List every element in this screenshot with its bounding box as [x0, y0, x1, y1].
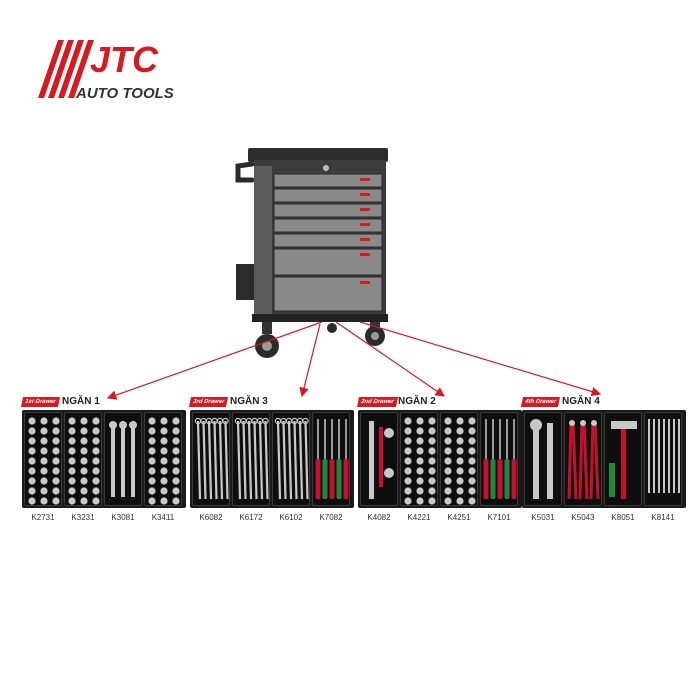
breaker-bar-set-icon [369, 421, 394, 499]
tool-tray [524, 412, 562, 506]
drawer-panel [190, 410, 354, 508]
drawer-header: 3rd Drawer NGĂN 3 [188, 396, 354, 408]
product-code: K8051 [611, 513, 635, 522]
wrench-set-icon [234, 417, 269, 500]
product-code: K8141 [651, 513, 675, 522]
product-code: K6102 [279, 513, 303, 522]
drawer-badge: 2nd Drawer [356, 397, 398, 407]
drawer-badge: 1st Drawer [20, 397, 60, 407]
product-code: K2731 [31, 513, 55, 522]
drawer-badge: 3rd Drawer [188, 397, 229, 407]
drawer-group-4: 4th Drawer NGĂN 4 K5031 K5043 K8051 K814… [520, 396, 686, 528]
drawer-group-2: 2nd Drawer NGĂN 2 K4082 K4221 K4251 K710… [356, 396, 522, 528]
drawer-header: 1st Drawer NGĂN 1 [20, 396, 186, 408]
tool-tray [144, 412, 182, 506]
adjustable-wrench-set-icon [530, 419, 553, 499]
tool-tray [644, 412, 682, 506]
drawer-title: NGĂN 4 [562, 396, 600, 407]
socket-set-icon [444, 417, 476, 505]
product-code: K3231 [71, 513, 95, 522]
product-code: K4082 [367, 513, 391, 522]
screwdriver-set-icon [315, 419, 349, 499]
tool-tray [400, 412, 438, 506]
drawer-group-1: 1st Drawer NGĂN 1 K2731 K3231 K3081 K341… [20, 396, 186, 528]
punch-chisel-set-icon [648, 419, 680, 493]
drawer-header: 2nd Drawer NGĂN 2 [356, 396, 522, 408]
socket-set-icon [148, 417, 180, 505]
tool-tray [604, 412, 642, 506]
jtc-logo: JTC AUTO TOOLS [28, 38, 188, 104]
pliers-set-icon [567, 420, 600, 500]
hammer-set-icon [609, 421, 637, 499]
product-code: K7082 [319, 513, 343, 522]
tool-tray [104, 412, 142, 506]
product-code: K6172 [239, 513, 263, 522]
drawer-title: NGĂN 3 [230, 396, 268, 407]
tool-tray [232, 412, 270, 506]
logo-tagline: AUTO TOOLS [75, 85, 174, 102]
product-code: K5043 [571, 513, 595, 522]
ratchet-set-icon [109, 421, 137, 497]
product-code: K4251 [447, 513, 471, 522]
drawer-title: NGĂN 1 [62, 396, 100, 407]
tool-tray [24, 412, 62, 506]
product-code: K3081 [111, 513, 135, 522]
drawer-codes: K6082 K6172 K6102 K7082 [190, 512, 354, 524]
tool-tray [64, 412, 102, 506]
drawer-title: NGĂN 2 [398, 396, 436, 407]
product-code: K7101 [487, 513, 511, 522]
logo-stripes-icon: JTC AUTO TOOLS [38, 39, 174, 102]
tool-tray [360, 412, 398, 506]
product-code: K6082 [199, 513, 223, 522]
product-code: K4221 [407, 513, 431, 522]
tool-cabinet [230, 146, 400, 360]
drawer-group-3: 3rd Drawer NGĂN 3 K6082 K6172 K6102 K708… [188, 396, 354, 528]
tool-tray [272, 412, 310, 506]
tool-tray [192, 412, 230, 506]
tool-tray [564, 412, 602, 506]
drawer-codes: K5031 K5043 K8051 K8141 [522, 512, 686, 524]
socket-set-icon [68, 417, 100, 505]
wrench-set-icon [274, 417, 309, 500]
tool-tray [312, 412, 350, 506]
product-code: K3411 [151, 513, 175, 522]
tool-tray [440, 412, 478, 506]
drawer-badge: 4th Drawer [520, 397, 561, 407]
drawer-panel [22, 410, 186, 508]
drawer-panel [358, 410, 522, 508]
socket-set-icon [404, 417, 436, 505]
drawer-codes: K4082 K4221 K4251 K7101 [358, 512, 522, 524]
screwdriver-set-icon [483, 419, 517, 499]
socket-set-icon [28, 417, 60, 505]
tool-cabinet-icon [235, 148, 388, 358]
wrench-set-icon [194, 417, 229, 500]
drawer-codes: K2731 K3231 K3081 K3411 [22, 512, 186, 524]
tool-tray [480, 412, 518, 506]
drawer-header: 4th Drawer NGĂN 4 [520, 396, 686, 408]
logo-brand: JTC [90, 39, 159, 80]
product-code: K5031 [531, 513, 555, 522]
drawer-panel [522, 410, 686, 508]
